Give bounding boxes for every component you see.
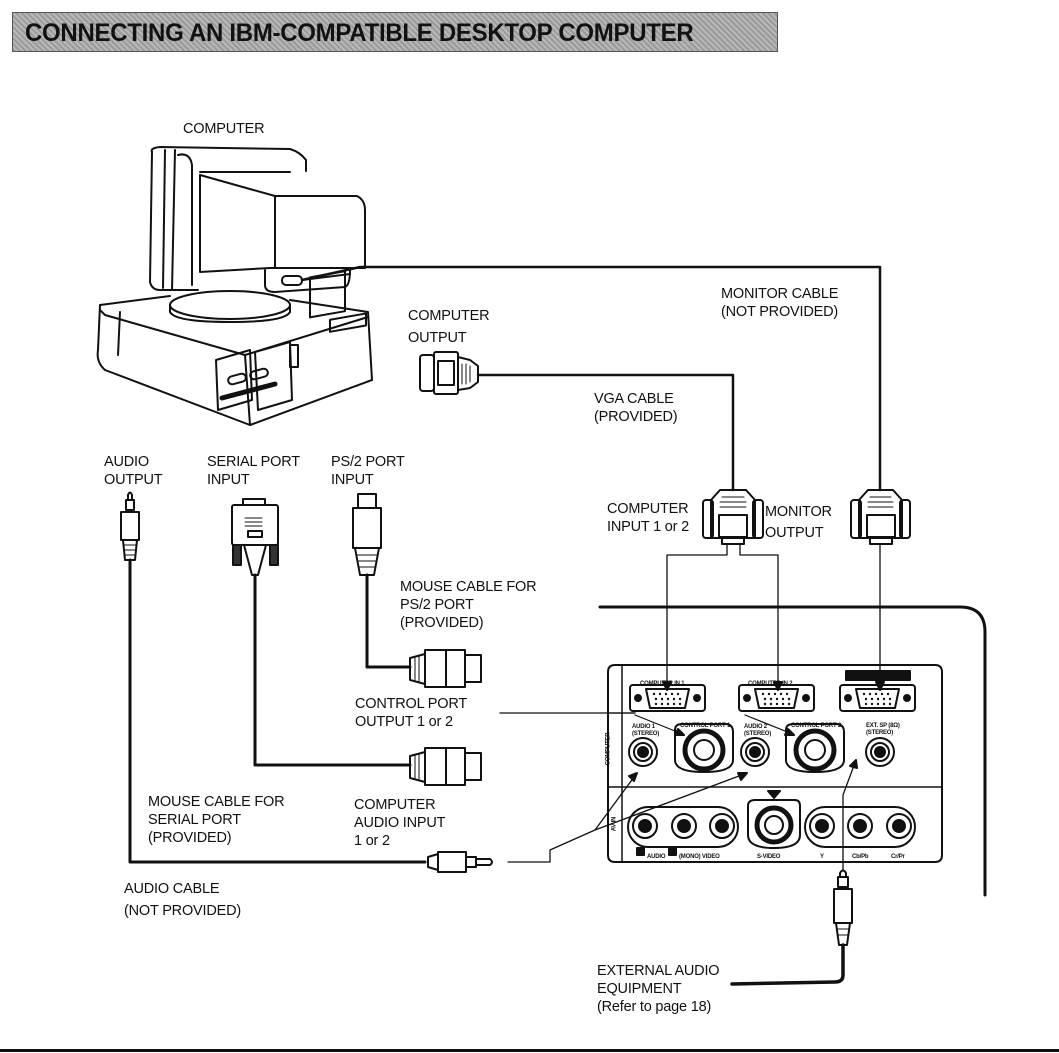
vga-input-connector-icon (702, 489, 764, 545)
mouse-ps2-cable-label: MOUSE CABLE FOR PS/2 PORT (PROVIDED) (400, 579, 537, 631)
serial-connector-icon (231, 498, 279, 576)
connector-panel (607, 664, 943, 863)
ps2-connector-icon (352, 493, 382, 576)
panel-control-port-2-label: CONTROL PORT 2 (791, 723, 842, 729)
monitor-output-label: MONITOR OUTPUT (765, 504, 832, 541)
panel-side-computer-label: COMPUTER (605, 732, 612, 766)
control-port-output-label: CONTROL PORT OUTPUT 1 or 2 (355, 696, 467, 730)
panel-side-av-in-label: AV IN (611, 816, 618, 832)
mini-din-plug-icon (409, 747, 482, 786)
ps2-port-label: PS/2 PORT INPUT (331, 454, 405, 488)
audio-jack-icon (120, 491, 140, 561)
audio-cable (128, 558, 427, 864)
computer-in-1-socket-icon[interactable] (629, 684, 706, 712)
vga-cable-label: VGA CABLE (PROVIDED) (594, 391, 678, 425)
panel-y-label: Y (820, 854, 824, 860)
panel-ext-sp-label: EXT. SP (8Ω) (STEREO) (866, 723, 900, 736)
external-audio-plug-icon (833, 869, 853, 946)
audio-1-jack-icon[interactable] (628, 737, 658, 767)
vga-cable (476, 373, 735, 492)
vga-output-connector-icon (419, 351, 479, 395)
mini-din-plug-icon (409, 649, 482, 688)
ext-sp-jack-icon[interactable] (865, 737, 895, 767)
computer-output-label: COMPUTER OUTPUT (408, 308, 490, 346)
panel-computer-in-1-label: COMPUTER IN 1 (640, 681, 685, 687)
audio-2-jack-icon[interactable] (740, 737, 770, 767)
external-audio-label: EXTERNAL AUDIO EQUIPMENT (Refer to page … (597, 963, 720, 1015)
s-video-socket-icon[interactable] (747, 790, 801, 849)
mouse-serial-cable-label: MOUSE CABLE FOR SERIAL PORT (PROVIDED) (148, 794, 285, 846)
monitor-cable (300, 265, 882, 492)
panel-audio-label: AUDIO (647, 854, 666, 860)
bottom-rule (0, 1049, 1059, 1052)
panel-s-video-label: S-VIDEO (757, 854, 781, 860)
audio-cable-label: AUDIO CABLE (NOT PROVIDED) (124, 881, 241, 919)
computer-label: COMPUTER (183, 121, 265, 137)
title-banner: CONNECTING AN IBM-COMPATIBLE DESKTOP COM… (12, 12, 778, 52)
av-in-jack-group (627, 806, 739, 848)
panel-audio-1-label: AUDIO 1 (STEREO) (632, 724, 660, 737)
component-jack-group (804, 806, 916, 848)
page-title: CONNECTING AN IBM-COMPATIBLE DESKTOP COM… (25, 19, 694, 47)
serial-port-label: SERIAL PORT INPUT (207, 454, 300, 488)
computer-audio-input-label: COMPUTER AUDIO INPUT 1 or 2 (354, 797, 446, 849)
control-port-1-socket-icon[interactable] (674, 723, 734, 773)
panel-mono-video-label: (MONO) VIDEO (679, 854, 720, 860)
panel-cr-pr-label: Cr/Pr (891, 854, 905, 860)
projector-outline (598, 605, 987, 897)
panel-computer-in-2-label: COMPUTER IN 2 (748, 681, 793, 687)
audio-output-label: AUDIO OUTPUT (104, 454, 163, 488)
panel-control-port-1-label: CONTROL PORT 1 (680, 723, 731, 729)
panel-audio-2-label: AUDIO 2 (STEREO) (744, 724, 772, 737)
monitor-cable-label: MONITOR CABLE (NOT PROVIDED) (721, 286, 839, 320)
panel-cb-pb-label: Cb/Pb (852, 854, 869, 860)
vga-monitor-connector-icon (850, 489, 911, 545)
monitor-out-socket-icon[interactable] (839, 670, 916, 712)
audio-plug-icon (427, 851, 493, 873)
control-port-2-socket-icon[interactable] (785, 723, 845, 773)
ps2-mouse-cable (365, 573, 412, 669)
serial-mouse-cable (253, 573, 412, 767)
desktop-computer-icon (96, 146, 373, 426)
computer-input-label: COMPUTER INPUT 1 or 2 (607, 501, 689, 535)
